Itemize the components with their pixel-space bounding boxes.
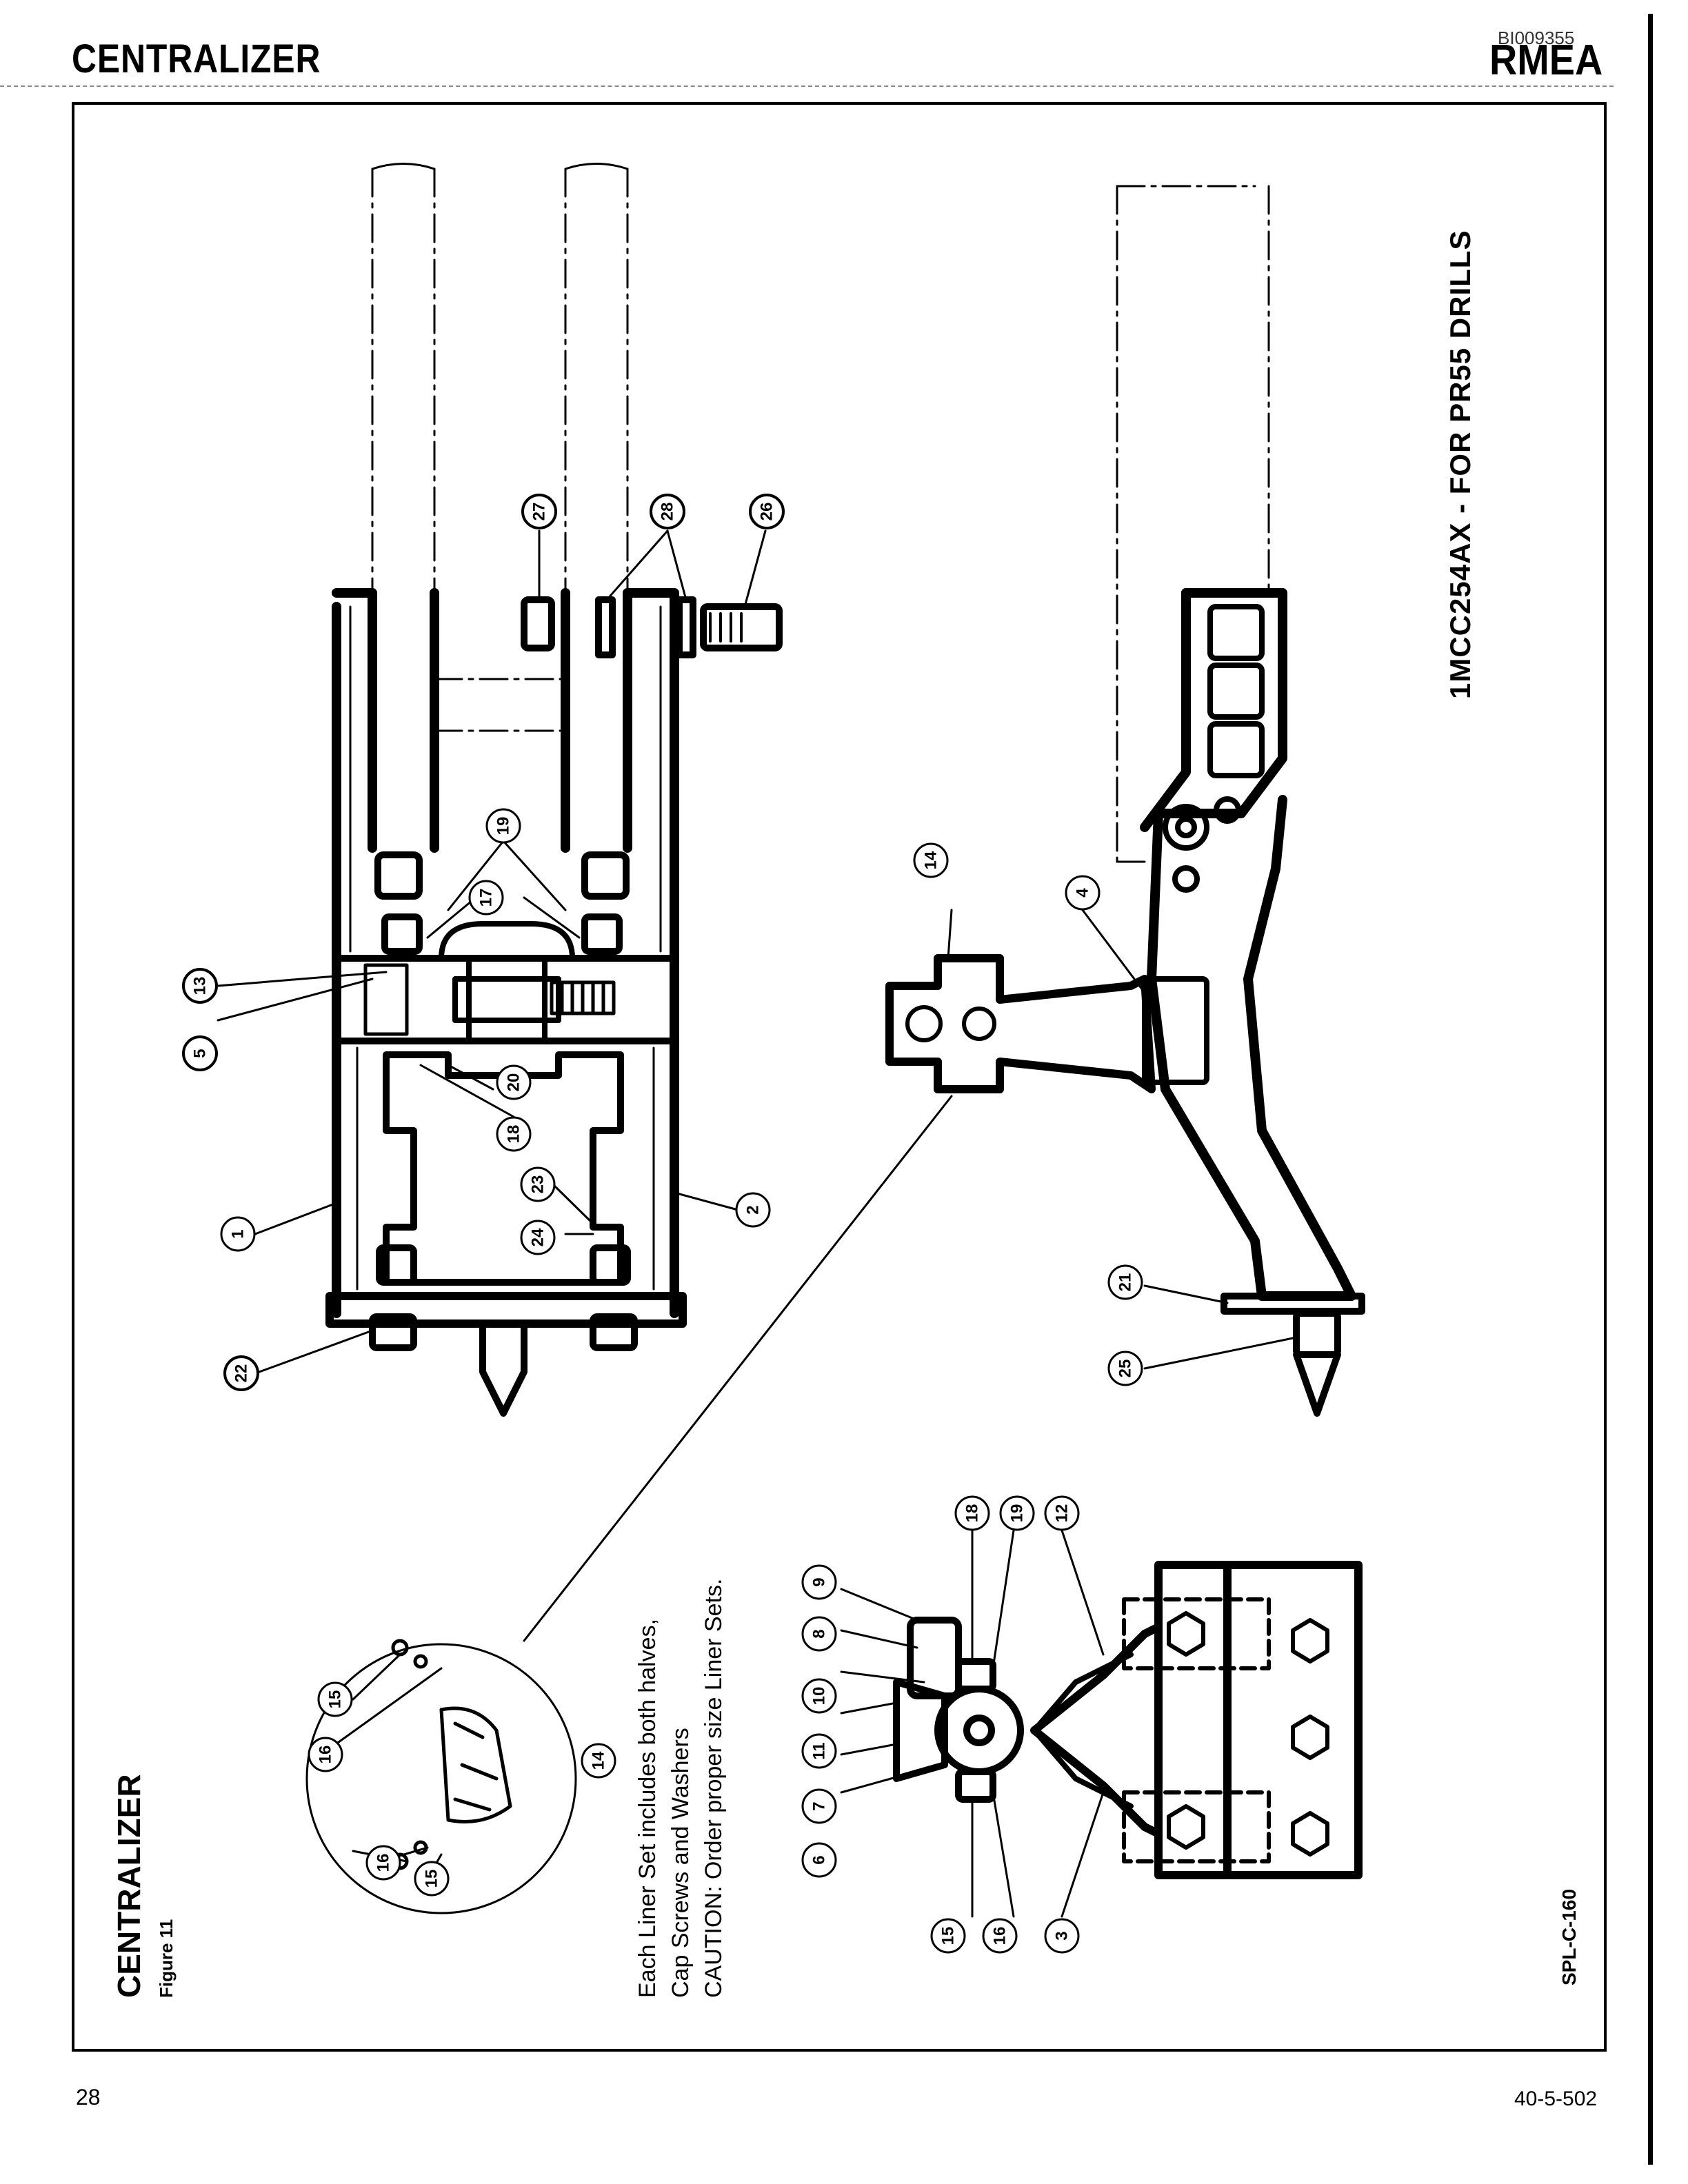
callout-5: 5 — [182, 1035, 218, 1071]
callout-20: 20 — [496, 1064, 532, 1100]
figure-note-line-2: Cap Screws and Washers — [667, 1728, 694, 1998]
svg-text:17: 17 — [477, 889, 496, 907]
callout-17: 17 — [468, 880, 504, 916]
svg-text:5: 5 — [191, 1049, 210, 1058]
callout-4: 4 — [1065, 875, 1101, 911]
svg-text:26: 26 — [758, 503, 776, 521]
svg-text:12: 12 — [1053, 1504, 1072, 1523]
callout-24: 24 — [520, 1220, 556, 1255]
callout-16-plan: 16 — [982, 1918, 1018, 1954]
svg-text:22: 22 — [232, 1364, 251, 1383]
callout-8: 8 — [801, 1616, 837, 1652]
callout-25: 25 — [1107, 1351, 1143, 1386]
page-number: 28 — [76, 2085, 101, 2110]
plan-view — [840, 1529, 1363, 1918]
svg-text:23: 23 — [529, 1175, 547, 1194]
svg-text:15: 15 — [326, 1690, 345, 1709]
figure-number: Figure 11 — [156, 1919, 177, 1998]
callout-22: 22 — [223, 1355, 259, 1391]
form-number: 40-5-502 — [1514, 2087, 1598, 2110]
figure-frame — [72, 102, 1607, 2052]
callout-7: 7 — [801, 1788, 837, 1824]
callout-2: 2 — [735, 1192, 771, 1228]
callout-10: 10 — [801, 1678, 837, 1714]
callout-23: 23 — [520, 1166, 556, 1202]
callout-6: 6 — [801, 1842, 837, 1878]
svg-text:13: 13 — [191, 977, 210, 995]
callout-3: 3 — [1044, 1918, 1080, 1954]
svg-text:20: 20 — [505, 1073, 523, 1092]
svg-text:27: 27 — [530, 503, 549, 521]
figure-note-line-1: Each Liner Set includes both halves, — [634, 1618, 661, 1998]
callout-28: 28 — [650, 494, 685, 529]
document-id: BI009355 — [1498, 28, 1575, 48]
callout-9: 9 — [801, 1564, 837, 1600]
header-rule — [0, 85, 1614, 87]
callout-16-detail-top: 16 — [308, 1737, 343, 1772]
svg-text:16: 16 — [316, 1746, 335, 1764]
svg-text:16: 16 — [374, 1854, 393, 1872]
svg-text:28: 28 — [659, 503, 677, 521]
svg-text:7: 7 — [810, 1801, 829, 1810]
svg-text:1: 1 — [229, 1229, 248, 1238]
callout-18-plan: 18 — [954, 1495, 990, 1531]
svg-text:19: 19 — [1008, 1504, 1027, 1523]
callout-15-detail-top: 15 — [317, 1681, 353, 1717]
drawing-code: SPL-C-160 — [1558, 1888, 1580, 1985]
callout-15-plan: 15 — [930, 1918, 966, 1954]
svg-text:4: 4 — [1074, 888, 1092, 898]
callout-19-plan: 19 — [999, 1495, 1035, 1531]
callout-13: 13 — [182, 968, 218, 1004]
svg-text:24: 24 — [529, 1228, 547, 1246]
svg-text:14: 14 — [922, 851, 941, 869]
centralizer-section-view — [217, 163, 783, 1417]
svg-text:2: 2 — [744, 1205, 763, 1214]
callout-14-detail: 14 — [581, 1743, 616, 1779]
svg-text:10: 10 — [810, 1687, 829, 1706]
callout-26: 26 — [749, 494, 785, 529]
figure-caution-note: CAUTION: Order proper size Liner Sets. — [701, 1578, 727, 1998]
svg-text:14: 14 — [590, 1751, 608, 1770]
svg-text:11: 11 — [810, 1742, 829, 1759]
svg-text:6: 6 — [810, 1855, 829, 1864]
svg-text:3: 3 — [1053, 1931, 1072, 1940]
svg-text:9: 9 — [810, 1577, 829, 1586]
svg-text:15: 15 — [423, 1870, 441, 1888]
callout-12: 12 — [1044, 1495, 1080, 1531]
svg-text:15: 15 — [939, 1927, 958, 1945]
svg-text:25: 25 — [1116, 1359, 1135, 1378]
callout-21: 21 — [1107, 1264, 1143, 1300]
callout-15-detail-bottom: 15 — [414, 1861, 450, 1897]
figure-title: CENTRALIZER — [111, 1774, 147, 1998]
callout-16-detail-bottom: 16 — [365, 1845, 401, 1881]
arm-assembly-view — [523, 185, 1365, 1642]
callout-27: 27 — [521, 494, 557, 529]
callout-18-section: 18 — [496, 1116, 532, 1152]
svg-text:19: 19 — [494, 817, 513, 836]
section-title: CENTRALIZER — [72, 37, 321, 81]
callout-14: 14 — [913, 842, 949, 878]
brand-logo-text: RMEA — [1489, 37, 1603, 84]
page-edge-bar — [1648, 14, 1653, 2165]
svg-text:8: 8 — [810, 1629, 829, 1638]
svg-text:16: 16 — [991, 1927, 1009, 1945]
svg-text:21: 21 — [1116, 1273, 1135, 1292]
svg-text:18: 18 — [505, 1125, 523, 1144]
model-label: 1MCC254AX - FOR PR55 DRILLS — [1444, 230, 1476, 699]
callout-11: 11 — [801, 1733, 837, 1769]
svg-text:18: 18 — [963, 1504, 982, 1523]
callout-1: 1 — [220, 1216, 256, 1252]
callout-19-section: 19 — [485, 808, 521, 844]
